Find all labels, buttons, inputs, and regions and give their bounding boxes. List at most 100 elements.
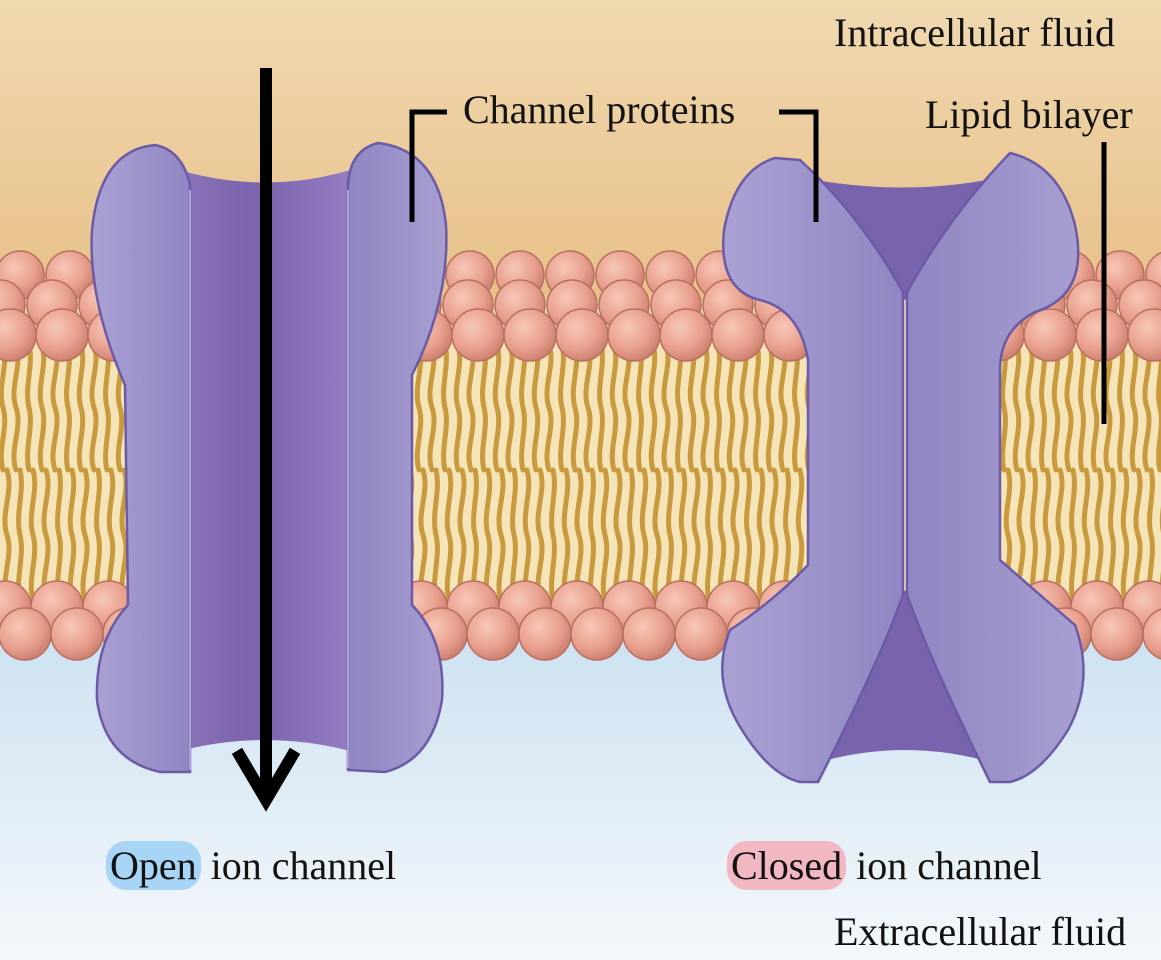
- closed-label-rest: ion channel: [856, 843, 1042, 888]
- intracellular-fluid-label: Intracellular fluid: [834, 10, 1115, 55]
- lipid-tail: [583, 342, 593, 473]
- lipid-tail: [94, 467, 102, 603]
- lipid-tail: [89, 342, 99, 473]
- open-ion-channel-label: Open ion channel: [106, 841, 396, 890]
- lipid-tail: [80, 467, 90, 603]
- closed-channel-pore-bottom: [795, 590, 1015, 770]
- lipid-tail: [444, 467, 454, 603]
- closed-highlight: Closed: [727, 841, 847, 890]
- lipid-tail: [480, 342, 488, 473]
- lipid-tail: [1129, 342, 1139, 473]
- lipid-tail: [597, 342, 605, 473]
- phospholipid-head-icon: [607, 308, 661, 362]
- lipid-tail: [1090, 342, 1100, 473]
- closed-channel-left-subunit: [721, 156, 905, 784]
- phospholipid-head-icon: [711, 308, 765, 362]
- lipid-tail: [666, 467, 674, 603]
- lipid-tail: [717, 467, 727, 603]
- lipid-tail: [778, 342, 788, 473]
- lipid-tail: [609, 342, 619, 473]
- lipid-tail: [613, 467, 623, 603]
- arrow-down-icon: [231, 68, 301, 812]
- lipid-tail: [639, 467, 649, 603]
- lipid-tail: [457, 467, 467, 603]
- lipid-tail: [756, 467, 766, 603]
- phospholipid-head-icon: [1023, 308, 1077, 362]
- lipid-tail: [25, 342, 33, 473]
- phospholipid-head-icon: [503, 308, 557, 362]
- lipid-tail: [1064, 342, 1074, 473]
- lipid-tail: [648, 342, 658, 473]
- lipid-bilayer-label: Lipid bilayer: [925, 92, 1133, 137]
- lipid-tail: [67, 467, 77, 603]
- lipid-tail: [705, 467, 713, 603]
- lipid-tail: [1142, 342, 1152, 473]
- lipid-tail: [753, 342, 761, 473]
- closed-ion-channel-label: Closed ion channel: [727, 841, 1042, 890]
- open-channel-left-subunit: [90, 143, 192, 774]
- lipid-tail: [1000, 342, 1008, 473]
- lipid-tail: [466, 342, 476, 473]
- lipid-tail: [1012, 342, 1022, 473]
- lipid-tail: [50, 342, 60, 473]
- phospholipid-head-icon: [518, 607, 572, 661]
- lipid-tail: [792, 342, 800, 473]
- lipid-tail: [1025, 342, 1035, 473]
- lipid-tail: [483, 467, 493, 603]
- extracellular-fluid-label: Extracellular fluid: [834, 909, 1127, 954]
- phospholipid-head-icon: [35, 308, 89, 362]
- lipid-tail: [1039, 342, 1047, 473]
- lipid-tail: [510, 467, 518, 603]
- lipid-tail: [549, 467, 557, 603]
- lipid-tail: [1120, 467, 1130, 603]
- lipid-tail: [739, 342, 749, 473]
- phospholipid-head-icon: [674, 607, 728, 661]
- phospholipid-head-icon: [1090, 607, 1144, 661]
- lipid-tail: [744, 467, 752, 603]
- lipid-tails: [0, 342, 1161, 603]
- lipid-tail: [691, 467, 701, 603]
- lipid-tail: [1103, 342, 1113, 473]
- phospholipid-head-icon: [0, 607, 52, 661]
- lipid-tail: [636, 342, 644, 473]
- lipid-tail: [1069, 467, 1077, 603]
- lipid-tail: [427, 342, 437, 473]
- lipid-tail: [441, 342, 449, 473]
- lipid-tail: [622, 342, 632, 473]
- lipid-tail: [76, 342, 86, 473]
- lipid-tail: [687, 342, 697, 473]
- lipid-tail: [432, 467, 440, 603]
- lipid-tail: [414, 342, 424, 473]
- phospholipid-head-icon: [1142, 608, 1161, 660]
- lipid-tail: [1081, 467, 1091, 603]
- lipid-tail: [492, 342, 502, 473]
- lipid-tail: [561, 467, 571, 603]
- lipid-tail: [714, 342, 722, 473]
- lipid-tail: [1117, 342, 1125, 473]
- lipid-tail: [1133, 467, 1143, 603]
- lipid-tail: [496, 467, 506, 603]
- lipid-tail: [570, 342, 580, 473]
- lipid-tail: [453, 342, 463, 473]
- lipid-tail: [588, 467, 596, 603]
- lipid-tail: [531, 342, 541, 473]
- phospholipid-head-icon: [451, 308, 505, 362]
- phospholipid-head-icon: [1127, 308, 1161, 362]
- lipid-tail: [64, 342, 72, 473]
- lipid-tail: [726, 342, 736, 473]
- phospholipid-head-icon: [466, 607, 520, 661]
- lipid-tail: [1108, 467, 1116, 603]
- lipid-tail: [0, 342, 8, 473]
- phospholipid-head-icon: [622, 607, 676, 661]
- open-channel-right-subunit: [346, 141, 448, 774]
- closed-channel-right-subunit: [905, 151, 1085, 784]
- lipid-tail: [1055, 467, 1065, 603]
- lipid-tail: [769, 467, 779, 603]
- channel-proteins-bracket: [409, 109, 819, 222]
- open-channel-highlight: [189, 190, 349, 770]
- phospholipid-head-icon: [555, 308, 609, 362]
- lipid-tail: [1156, 342, 1161, 473]
- lipid-tail: [11, 342, 21, 473]
